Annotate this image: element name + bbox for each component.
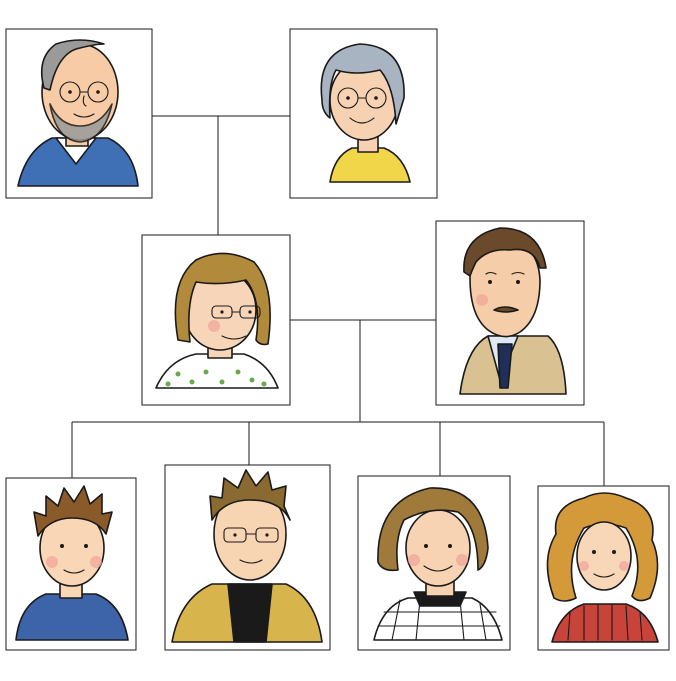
connector-lines [71, 115, 605, 486]
portrait-mother [141, 234, 291, 406]
portrait-child-4 [537, 485, 670, 651]
portrait-child-2 [164, 464, 331, 651]
mother-shirt [155, 353, 279, 389]
portrait-child-1 [5, 477, 137, 651]
child-3-face [405, 509, 471, 587]
portrait-grandfather [5, 28, 153, 199]
child-3-shirt [373, 597, 503, 641]
child-4-face [576, 521, 632, 591]
child-1-shirt [15, 593, 129, 641]
portrait-father [435, 220, 585, 406]
grandmother-shirt [329, 147, 411, 183]
portrait-child-3 [357, 475, 511, 651]
portrait-grandmother [289, 28, 438, 199]
child-4-sweater [551, 603, 659, 643]
